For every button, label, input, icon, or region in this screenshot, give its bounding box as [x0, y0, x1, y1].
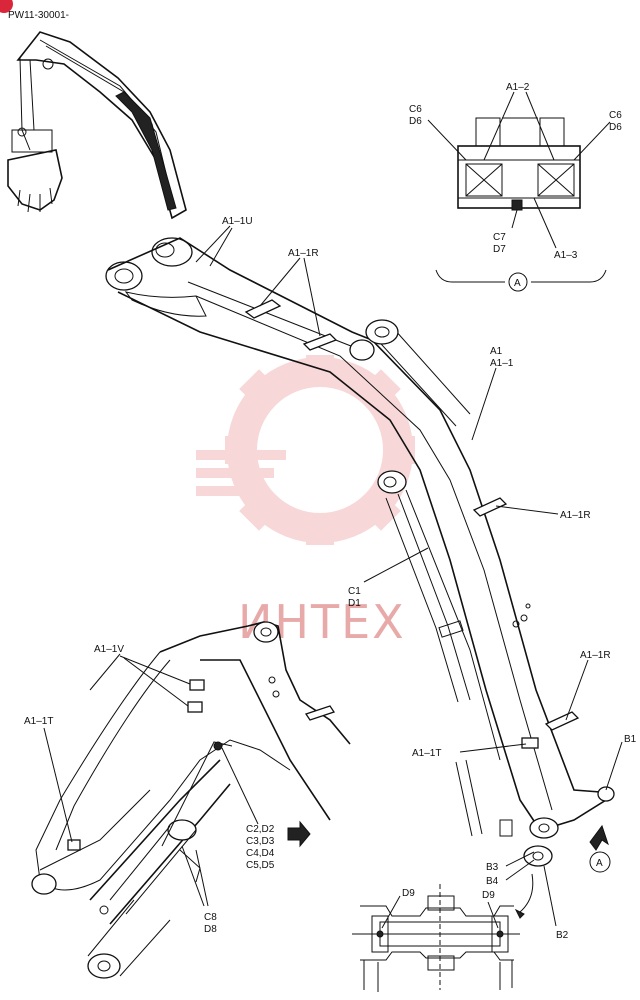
label-a1-1r-low: A1–1R [580, 650, 611, 661]
label-b2: B2 [556, 930, 569, 941]
label-a1-1u: A1–1U [222, 216, 253, 227]
label-circle-a-bottom: A [596, 858, 603, 869]
label-c4d4: C4,D4 [246, 848, 275, 859]
direction-arrow [287, 820, 311, 848]
label-b1: B1 [624, 734, 637, 745]
label-d9-right: D9 [482, 890, 495, 901]
main-boom [105, 237, 615, 867]
label-c5d5: C5,D5 [246, 860, 275, 871]
label-a1-1v: A1–1V [94, 644, 124, 655]
label-a1-2: A1–2 [506, 82, 530, 93]
label-a1: A1 [490, 346, 503, 357]
watermark-logo [196, 355, 415, 545]
label-a1-1r-mid: A1–1R [560, 510, 591, 521]
main-boom-leaders [195, 225, 623, 927]
document-code: PW11-30001- [8, 10, 69, 21]
boom-underside-detail [31, 621, 351, 979]
label-d7: D7 [493, 244, 506, 255]
label-c2d2: C2,D2 [246, 824, 275, 835]
label-c3d3: C3,D3 [246, 836, 275, 847]
label-c8: C8 [204, 912, 217, 923]
pin-detail [352, 873, 534, 992]
label-c1: C1 [348, 586, 361, 597]
label-a1-3: A1–3 [554, 250, 578, 261]
label-c6-left: C6 [409, 104, 422, 115]
label-d6-right: D6 [609, 122, 622, 133]
label-d6-left: D6 [409, 116, 422, 127]
label-a1-1r-top: A1–1R [288, 248, 319, 259]
excavator-thumbnail [7, 31, 187, 220]
label-c7: C7 [493, 232, 506, 243]
label-circle-a-top: A [514, 278, 521, 289]
label-a1-1t-mid: A1–1T [412, 748, 441, 759]
label-d9-left: D9 [402, 888, 415, 899]
label-a1-1: A1–1 [490, 358, 514, 369]
view-arrow-a [589, 824, 611, 873]
label-c6-right: C6 [609, 110, 622, 121]
label-d8: D8 [204, 924, 217, 935]
label-d1: D1 [348, 598, 361, 609]
label-b3: B3 [486, 862, 499, 873]
label-a1-1t-left: A1–1T [24, 716, 53, 727]
corner-marker [0, 0, 13, 13]
label-b4: B4 [486, 876, 499, 887]
section-a-detail [427, 91, 611, 292]
